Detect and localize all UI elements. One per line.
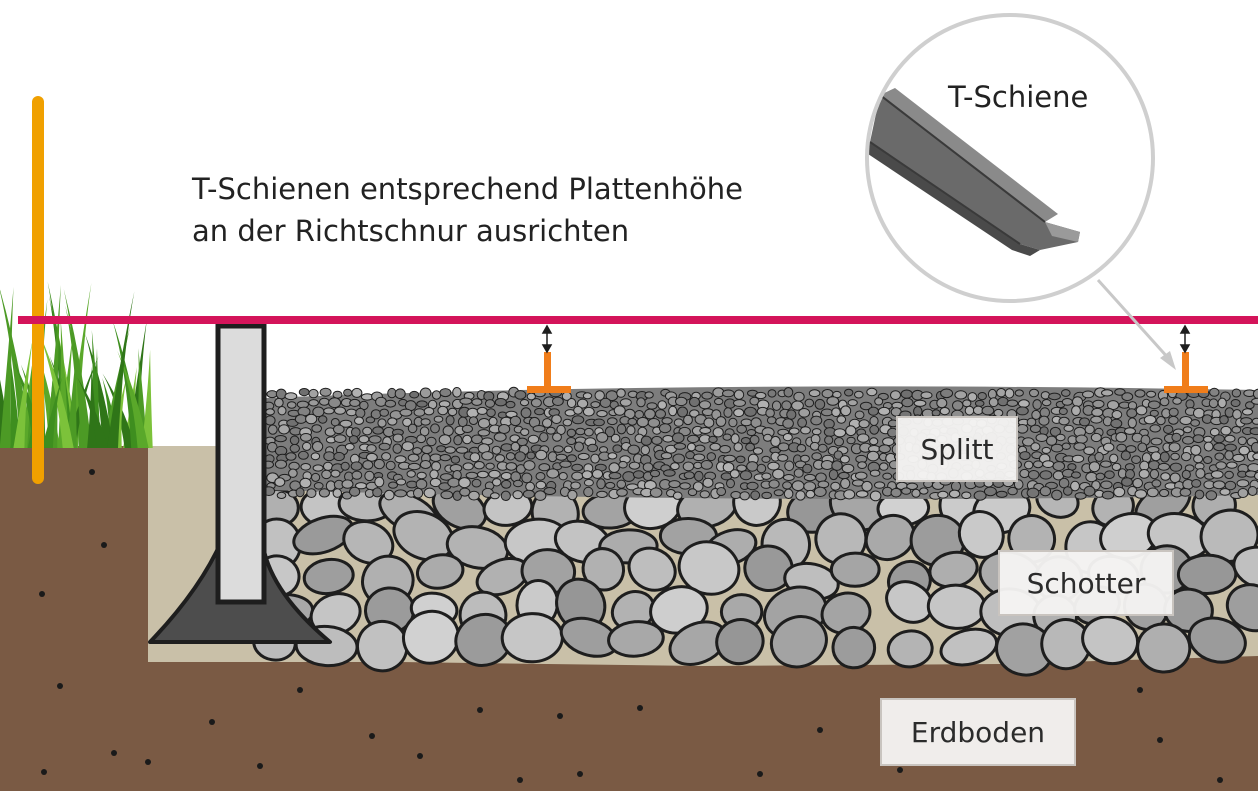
grit-layer [262,386,1258,502]
t-rail-marker-1 [527,352,571,393]
t-rail-marker-2 [1164,352,1208,393]
zoom-connector-arrowhead [1160,351,1176,370]
gravel-layer-label: Schotter [998,550,1174,616]
height-arrow-1 [541,324,553,354]
instruction-line-2: an der Richtschnur ausrichten [192,214,630,248]
t-rail-label: T-Schiene [948,80,1089,114]
instruction-line-1: T-Schienen entsprechend Plattenhöhe [192,172,743,206]
split-layer-label: Splitt [896,416,1018,482]
height-arrow-2 [1179,324,1191,354]
instruction-text: T-Schienen entsprechend Plattenhöhe an d… [192,168,832,252]
soil-dots [39,469,1223,783]
zoom-connector [1096,278,1172,362]
soil-layer-label: Erdboden [880,698,1076,766]
grass-tuft [0,281,153,448]
zoom-circle [865,13,1155,303]
curb-stone [215,323,267,605]
gravel-stones [249,476,1258,677]
t-rail-closeup [869,88,1080,256]
